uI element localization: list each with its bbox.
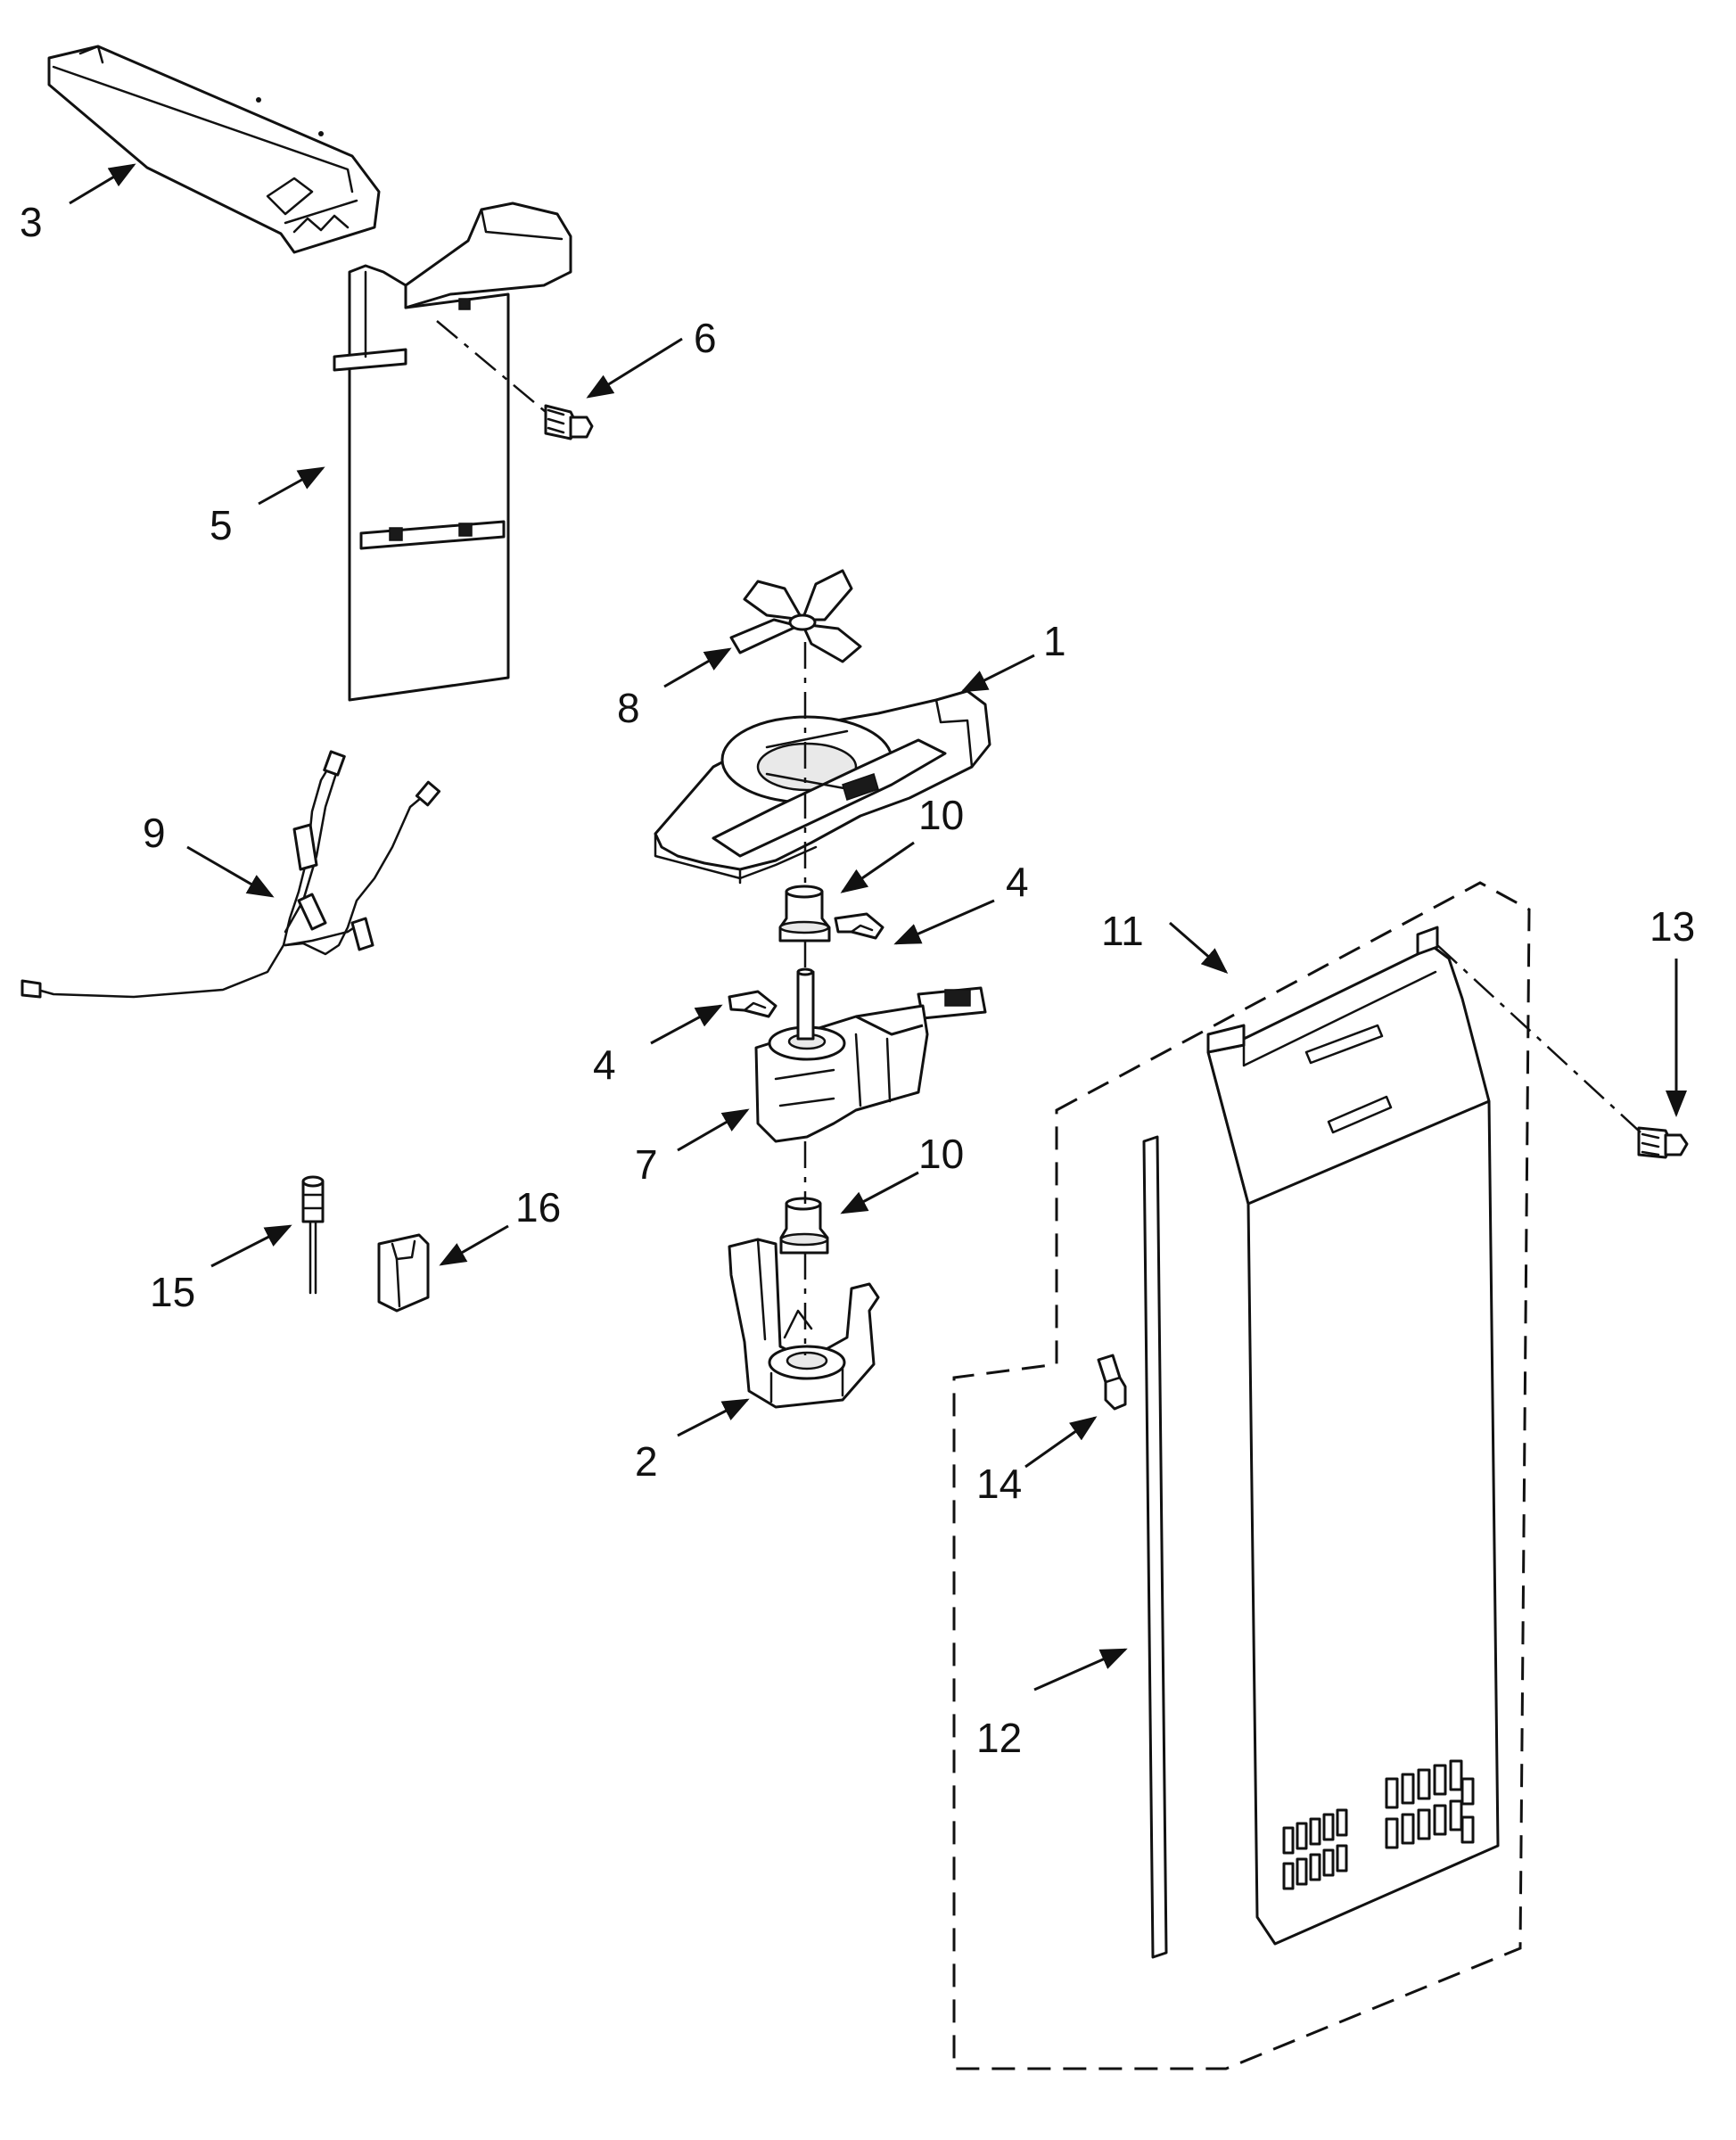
part-10-grommet-lower — [779, 1197, 829, 1255]
part-4-clip-right — [834, 912, 884, 940]
callout-6: 6 — [694, 315, 717, 361]
part-6-screw — [544, 404, 594, 440]
callout-leaders — [69, 163, 1687, 1691]
callout-16: 16 — [515, 1184, 561, 1230]
callout-2: 2 — [635, 1438, 658, 1485]
part-5-baffle-plate — [333, 202, 572, 702]
part-8-fan-blade — [729, 569, 862, 663]
part-7-fan-motor — [754, 967, 987, 1143]
part-16-clip — [377, 1233, 430, 1313]
part-13-screw — [1637, 1126, 1689, 1159]
callout-10-upper: 10 — [918, 792, 964, 838]
part-15-thermistor — [301, 1175, 325, 1295]
part-9-wire-harness — [21, 750, 441, 999]
callout-labels: 3 6 5 8 1 9 10 4 11 13 4 7 10 16 15 2 14… — [20, 199, 1695, 1761]
callout-7: 7 — [635, 1141, 658, 1188]
callout-12: 12 — [976, 1715, 1022, 1761]
callout-1: 1 — [1043, 618, 1066, 664]
part-1-fan-housing — [654, 689, 991, 885]
part-11-rear-panel-assembly — [952, 881, 1531, 2070]
callout-4-right: 4 — [1006, 859, 1029, 905]
panel-vents — [1282, 1759, 1475, 1890]
part-12-gasket-strip — [1142, 1135, 1168, 1959]
callout-11: 11 — [1101, 908, 1144, 954]
callout-8: 8 — [617, 685, 640, 731]
callout-9: 9 — [143, 810, 166, 856]
callout-10-lower: 10 — [918, 1131, 964, 1177]
callout-4-left: 4 — [593, 1041, 616, 1088]
assembly-centerlines — [436, 320, 1641, 1355]
part-14-clip — [1097, 1354, 1127, 1411]
callout-14: 14 — [976, 1461, 1022, 1507]
part-10-grommet-upper — [778, 885, 831, 942]
callout-5: 5 — [210, 502, 233, 548]
callout-13: 13 — [1650, 903, 1695, 950]
part-4-clip-left — [728, 990, 777, 1018]
callout-3: 3 — [20, 199, 43, 245]
callout-15: 15 — [150, 1269, 195, 1315]
part-2-motor-bracket — [728, 1238, 880, 1409]
rear-panel-body — [1206, 926, 1500, 1946]
part-3-tray-cover — [47, 45, 381, 254]
